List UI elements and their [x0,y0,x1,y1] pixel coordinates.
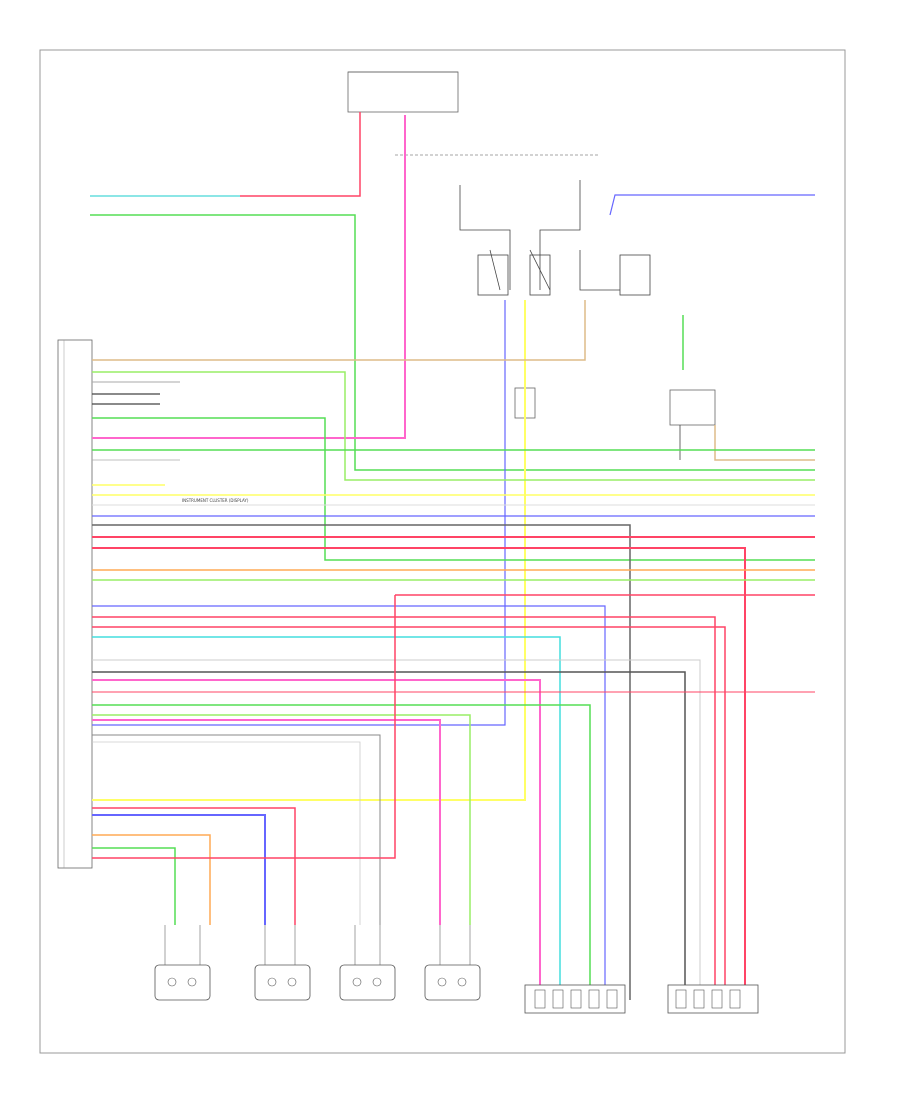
instrument-cluster-label: INSTRUMENT CLUSTER (DISPLAY) [182,498,249,503]
sensor-d [424,964,481,1001]
sensor-a [154,964,211,1001]
diagram-frame [39,49,846,1054]
relay-2 [529,180,651,296]
module-b [667,984,759,1014]
bus-wires [92,371,815,1000]
module-a [524,984,626,1014]
relay-1 [459,185,511,296]
sensor-b [254,964,311,1001]
top-relay-block [347,71,459,113]
sensor-c [339,964,396,1001]
ecu-connector [57,339,93,869]
